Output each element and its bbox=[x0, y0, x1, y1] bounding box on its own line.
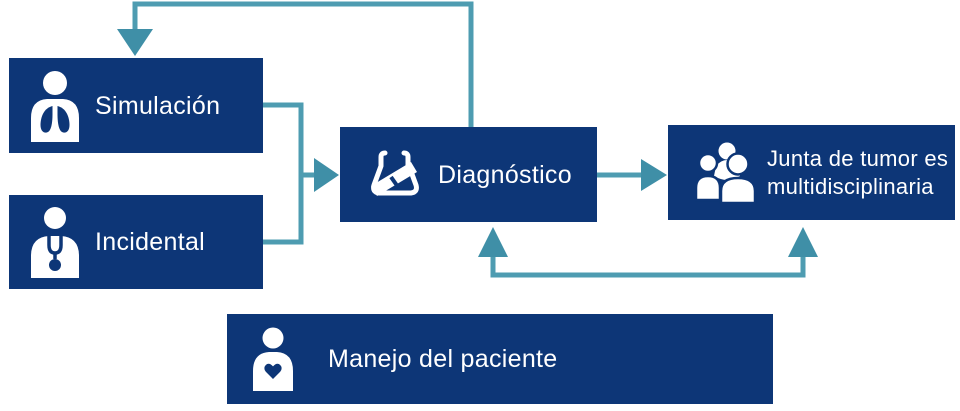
node-label: Manejo del paciente bbox=[328, 345, 558, 373]
node-incidental: Incidental bbox=[9, 195, 263, 289]
arrowhead-down-icon bbox=[117, 29, 153, 56]
connector-diagnostico-to-junta bbox=[597, 159, 667, 191]
connector-bottom-feedback bbox=[478, 227, 818, 278]
node-simulacion: Simulación bbox=[9, 58, 263, 153]
xray-diagnosis-icon bbox=[366, 146, 424, 204]
arrowhead-up-icon bbox=[788, 227, 818, 257]
arrowhead-right-icon bbox=[314, 158, 339, 192]
arrowhead-right-icon bbox=[641, 159, 667, 191]
doctor-stethoscope-icon bbox=[25, 206, 85, 278]
node-diagnostico: Diagnóstico bbox=[340, 127, 597, 222]
patient-heart-icon bbox=[248, 327, 298, 391]
node-junta: Junta de tumor es multidisciplinaria bbox=[668, 125, 955, 220]
people-group-icon bbox=[695, 142, 759, 204]
node-label: Junta de tumor es multidisciplinaria bbox=[767, 146, 949, 199]
node-label: Simulación bbox=[95, 91, 221, 120]
node-label: Incidental bbox=[95, 228, 206, 256]
node-manejo: Manejo del paciente bbox=[227, 314, 773, 404]
arrowhead-up-icon bbox=[478, 227, 508, 257]
person-lungs-icon bbox=[25, 70, 85, 142]
connector-diagnostico-to-simulacion bbox=[117, 1, 474, 127]
connector-simulacion-incidental-merge bbox=[263, 102, 339, 245]
node-label: Diagnóstico bbox=[438, 160, 572, 189]
